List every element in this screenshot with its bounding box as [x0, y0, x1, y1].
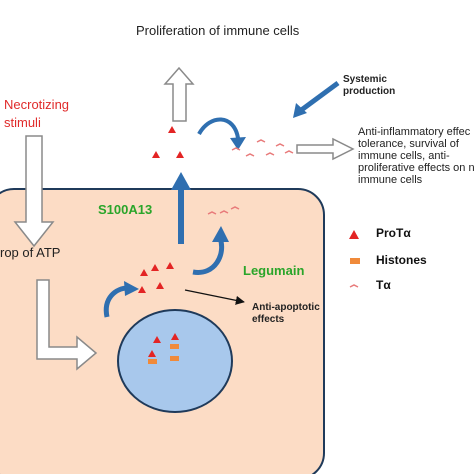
legumain-label: Legumain	[243, 263, 305, 278]
anti-line-5: immune cells	[358, 174, 423, 186]
legend-ta-symbol	[349, 284, 359, 288]
curved-arrow-legumain	[192, 226, 229, 275]
prot-triangles-nucleus	[148, 333, 179, 357]
anti-line-1: Anti-inflammatory effec	[358, 126, 471, 138]
anti-inflammatory-label: Anti-inflammatory effec tolerance, survi…	[358, 126, 474, 186]
anti-line-4: proliferative effects on n	[358, 162, 474, 174]
necrotizing-line-2: stimuli	[4, 115, 41, 130]
systemic-line-2: production	[343, 86, 396, 97]
necrotizing-down-arrow	[13, 135, 55, 248]
s100a13-export-arrow	[171, 172, 191, 244]
anti-apoptotic-arrow	[184, 289, 245, 305]
curved-arrow-prot-to-ta	[197, 117, 246, 150]
necrotizing-line-1: Necrotizing	[4, 97, 70, 112]
anti-line-2: tolerance, survival of	[358, 138, 459, 150]
legend-histones-label: Histones	[376, 253, 427, 267]
legend-symbols	[349, 230, 360, 288]
curved-arrow-nucleus-to-cytoplasm	[103, 281, 139, 318]
legend-prot-label: ProTα	[376, 226, 411, 240]
systemic-production-arrow	[293, 80, 340, 118]
anti-line-3: immune cells, anti-	[358, 150, 450, 162]
necrotizing-stimuli-label: Necrotizing stimuli	[4, 96, 69, 132]
legend-ta-label: Tα	[376, 278, 391, 292]
drop-of-atp-label: rop of ATP	[0, 245, 61, 260]
l-shaped-arrow	[36, 279, 98, 371]
ta-fragments-cytoplasm	[207, 206, 240, 215]
prot-triangles-extracellular	[152, 126, 184, 158]
histones-nucleus	[148, 344, 179, 364]
systemic-line-1: Systemic	[343, 74, 387, 85]
s100a13-label: S100A13	[98, 202, 153, 217]
apo-line-1: Anti-apoptotic	[252, 302, 320, 313]
prot-triangles-cytoplasm	[138, 262, 174, 293]
anti-inflammatory-right-arrow	[296, 137, 355, 161]
ta-fragments-extracellular	[231, 139, 294, 157]
proliferation-label: Proliferation of immune cells	[136, 23, 300, 38]
systemic-production-label: Systemic production	[343, 74, 395, 98]
legend-histone-symbol	[350, 258, 360, 264]
legend-prot-symbol	[349, 230, 359, 239]
proliferation-up-arrow	[163, 66, 195, 122]
anti-apoptotic-label: Anti-apoptotic effects	[252, 302, 320, 326]
apo-line-2: effects	[252, 314, 285, 325]
